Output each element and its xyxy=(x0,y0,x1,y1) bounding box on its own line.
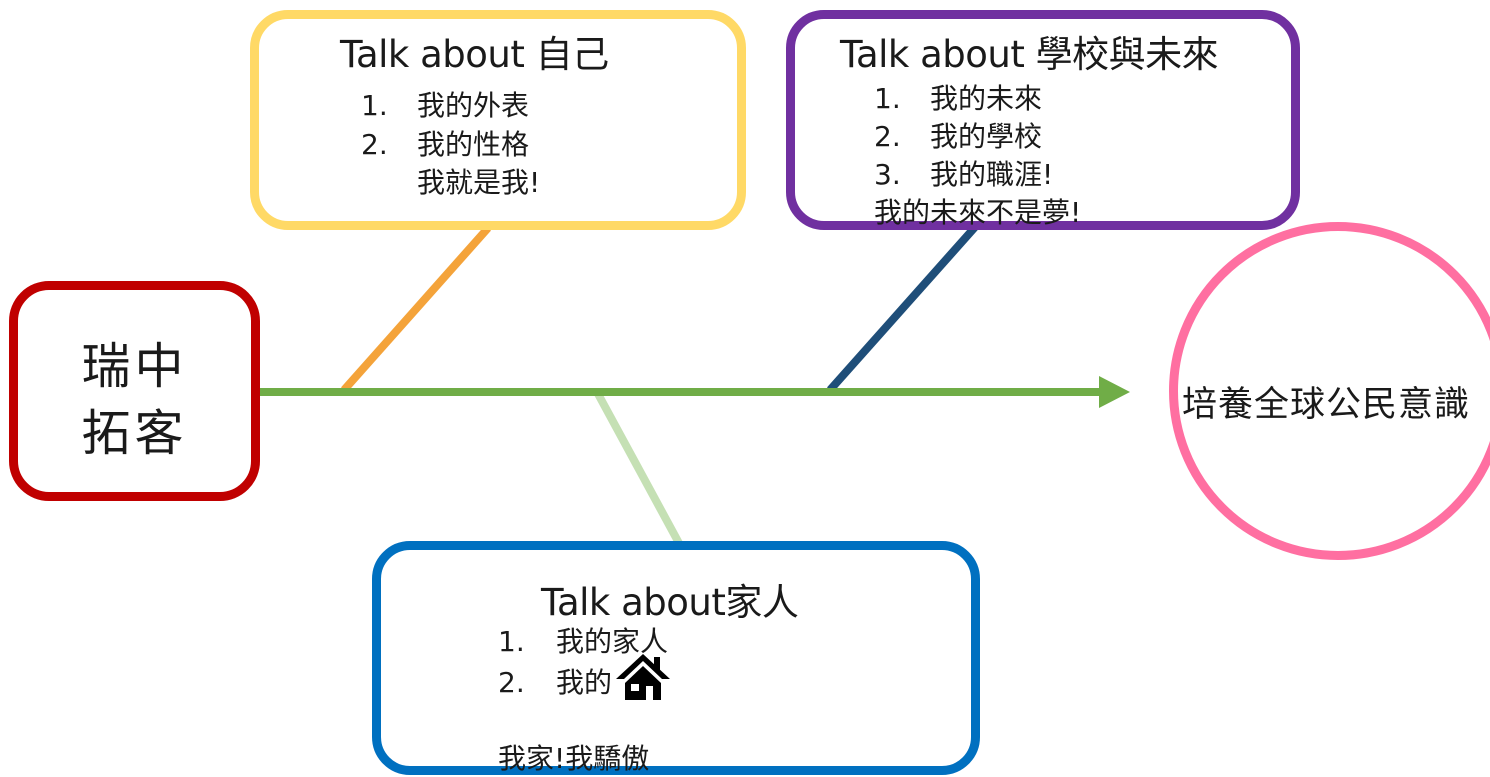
school-topic-title: Talk about 學校與未來 xyxy=(840,33,1219,76)
school-item-2-text: 我的學校 xyxy=(930,120,1043,153)
family-item-1: 1. 我的家人 xyxy=(498,628,668,656)
self-item-1: 1. 我的外表 xyxy=(361,92,529,120)
school-item-3-text: 我的職涯! xyxy=(930,158,1054,191)
goal-label: 培養全球公民意識 xyxy=(1182,385,1471,425)
family-item-2: 2. 我的 xyxy=(498,654,672,702)
family-motto: 我家!我驕傲 xyxy=(498,742,650,775)
family-item-1-number: 1. xyxy=(498,625,525,658)
source-label-line-2: 拓客 xyxy=(81,405,188,462)
self-topic-box: Talk about 自己 1. 我的外表 2. 我的性格 我就是我! xyxy=(250,10,746,230)
school-item-3: 3. 我的職涯! xyxy=(874,161,1053,189)
family-item-2-number: 2. xyxy=(498,666,525,699)
school-future-topic-box: Talk about 學校與未來 1. 我的未來 2. 我的學校 3. 我的職涯! 我… xyxy=(786,10,1300,230)
school-item-1: 1. 我的未來 xyxy=(874,85,1042,113)
self-connector-line xyxy=(341,225,491,393)
source-box: 瑞中拓客 xyxy=(9,281,260,501)
school-item-1-number: 1. xyxy=(874,82,901,115)
source-label-line-1: 瑞中 xyxy=(81,338,188,395)
family-topic-title: Talk about家人 xyxy=(541,581,799,624)
family-connector-line xyxy=(593,390,684,547)
house-icon xyxy=(616,654,671,700)
family-item-2-text: 我的 xyxy=(556,666,613,699)
spine-arrowhead xyxy=(1099,376,1130,408)
school-item-2-number: 2. xyxy=(874,120,901,153)
self-item-2-number: 2. xyxy=(361,128,388,161)
school-connector-line xyxy=(827,223,979,393)
self-motto: 我就是我! xyxy=(417,166,541,199)
school-item-3-number: 3. xyxy=(874,158,901,191)
school-item-2: 2. 我的學校 xyxy=(874,123,1042,151)
school-motto: 我的未來不是夢! xyxy=(874,196,1082,229)
self-item-1-text: 我的外表 xyxy=(417,89,530,122)
self-item-1-number: 1. xyxy=(361,89,388,122)
self-item-2: 2. 我的性格 xyxy=(361,131,529,159)
school-item-1-text: 我的未來 xyxy=(930,82,1043,115)
family-topic-box: Talk about家人 1. 我的家人 2. 我的 我家!我驕傲 xyxy=(372,541,980,775)
self-item-2-text: 我的性格 xyxy=(417,128,530,161)
self-topic-title: Talk about 自己 xyxy=(340,33,609,76)
goal-circle xyxy=(1169,222,1490,560)
source-label: 瑞中拓客 xyxy=(18,333,251,467)
family-item-1-text: 我的家人 xyxy=(556,625,669,658)
